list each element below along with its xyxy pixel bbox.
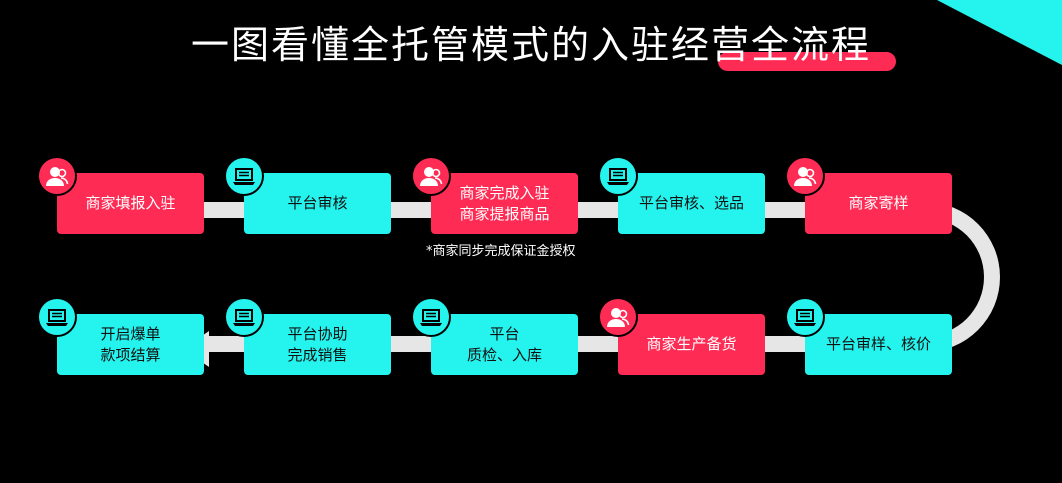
laptop-icon	[224, 156, 264, 196]
flow-step-label: 完成销售	[287, 345, 348, 364]
flow-step-label: 商家生产备货	[646, 335, 737, 353]
flow-step-label: 商家提报商品	[459, 204, 550, 223]
flow-step-label: 开启爆单	[100, 324, 161, 343]
flow-step-label: 平台审核	[287, 194, 348, 212]
laptop-icon	[224, 297, 264, 337]
flow-step-9: 平台协助完成销售	[244, 314, 391, 375]
flow-step-label: 平台审样、核价	[825, 335, 931, 353]
laptop-icon	[37, 297, 77, 337]
flow-step-4: 平台审核、选品	[618, 173, 765, 234]
flow-step-5: 商家寄样	[805, 173, 952, 234]
flow-step-1: 商家填报入驻	[57, 173, 204, 234]
flow-step-label: 商家寄样	[848, 194, 909, 212]
flow-step-3: 商家完成入驻商家提报商品	[431, 173, 578, 234]
flow-step-8: 平台质检、入库	[431, 314, 578, 375]
flow-step-label: 商家完成入驻	[459, 183, 550, 202]
flow-step-label: 质检、入库	[466, 345, 542, 364]
flow-step-10: 开启爆单款项结算	[57, 314, 204, 375]
flow-step-label: 款项结算	[100, 345, 161, 364]
flow-step-6: 平台审样、核价	[805, 314, 952, 375]
user-icon	[785, 156, 825, 196]
deposit-note: *商家同步完成保证金授权	[426, 244, 576, 259]
flow-step-label: 平台协助	[287, 324, 348, 343]
flow-step-label: 平台	[489, 324, 520, 343]
flow-step-label: 商家填报入驻	[85, 194, 176, 212]
user-icon	[598, 297, 638, 337]
user-icon	[411, 156, 451, 196]
corner-decoration	[937, 0, 1062, 65]
user-icon	[37, 156, 77, 196]
flow-step-2: 平台审核	[244, 173, 391, 234]
page-title: 一图看懂全托管模式的入驻经营全流程	[190, 23, 871, 67]
laptop-icon	[411, 297, 451, 337]
laptop-icon	[598, 156, 638, 196]
flow-step-7: 商家生产备货	[618, 314, 765, 375]
title-highlight	[718, 52, 896, 71]
flow-step-label: 平台审核、选品	[638, 194, 744, 212]
laptop-icon	[785, 297, 825, 337]
